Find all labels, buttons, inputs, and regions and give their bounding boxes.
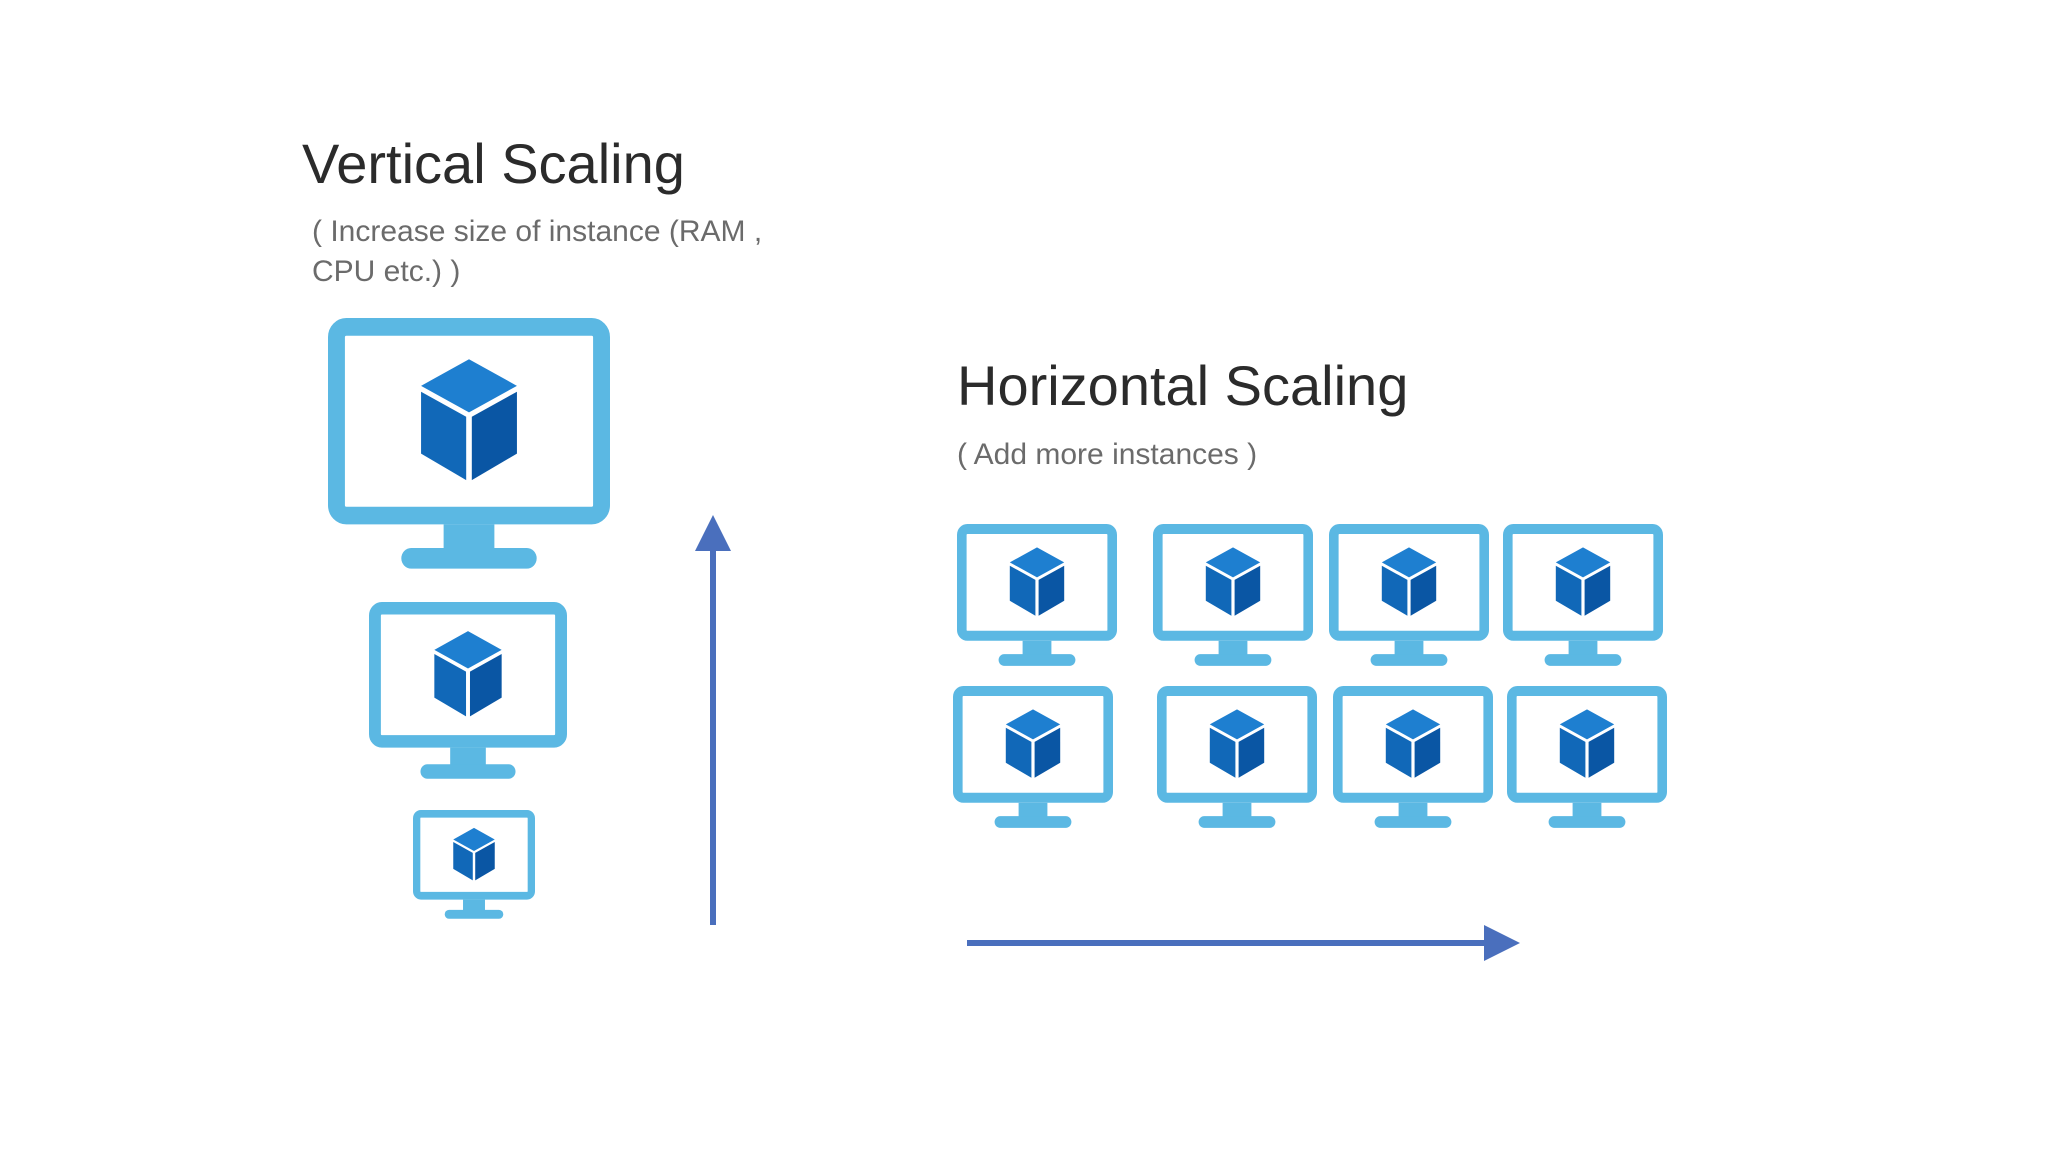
vertical-scaling-title: Vertical Scaling (302, 132, 685, 195)
arrow-right-icon (967, 925, 1520, 961)
vertical-scaling-subtitle: ( Increase size of instance (RAM , CPU et… (312, 212, 792, 292)
vertical-subtitle-line-1: ( Increase size of instance (RAM , (312, 215, 763, 248)
arrow-up-icon (695, 515, 731, 925)
vertical-subtitle-line-2: CPU etc.) ) (312, 255, 461, 288)
horizontal-scaling-title: Horizontal Scaling (957, 354, 1409, 417)
horizontal-scaling-subtitle: ( Add more instances ) (957, 438, 1258, 471)
